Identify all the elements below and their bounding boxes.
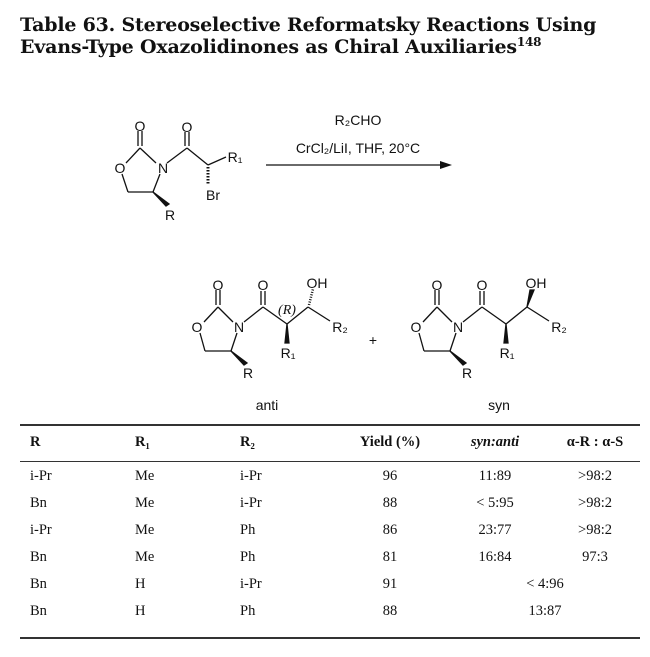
header-syn-anti: syn:anti (470, 434, 520, 450)
reagent-aldehyde: R₂CHO (335, 112, 382, 128)
cell-r2: Ph (240, 549, 256, 565)
header-alpha-ratio: α-R : α-S (566, 434, 624, 450)
atom-label: O (258, 277, 269, 293)
cell-r: Bn (30, 495, 47, 511)
plus-sign: + (369, 332, 377, 348)
stereo-descriptor: (R) (278, 303, 296, 318)
cell-syn-anti: 23:77 (478, 522, 512, 538)
atom-label: O (411, 319, 422, 335)
atom-label: O (432, 277, 443, 293)
cell-r: i-Pr (30, 522, 52, 538)
cell-r2: Ph (240, 522, 256, 538)
atom-label: O (115, 160, 126, 176)
atom-label: Br (206, 187, 220, 203)
table-title: Table 63. Stereoselective Reformatsky Re… (20, 14, 650, 58)
cell-r1: Me (135, 495, 155, 511)
atom-label: O (192, 319, 203, 335)
atom-label: N (158, 160, 168, 176)
atom-label: OH (307, 275, 328, 291)
atom-label: OH (526, 275, 547, 291)
cell-r2: i-Pr (240, 576, 262, 592)
header-r2: R₂ (240, 434, 255, 450)
title-reference: 148 (516, 35, 542, 49)
atom-label: N (234, 319, 244, 335)
reaction-scheme: O O N O R R₁ Br R₂CHO CrCl₂/LiI, THF, 20… (115, 112, 567, 413)
table-top-rule (20, 424, 640, 426)
atom-label: O (135, 118, 146, 134)
atom-label: R₁ (500, 345, 515, 361)
cell-r: Bn (30, 549, 47, 565)
atom-label: O (182, 119, 193, 135)
results-table: R R₁ R₂ Yield (%) syn:anti α-R : α-S i-P… (20, 426, 640, 621)
table-row: i-Pr Me Ph 86 23:77 >98:2 (20, 517, 640, 544)
atom-label: R (462, 365, 472, 381)
atom-label: R₁ (228, 149, 243, 165)
cell-syn-anti: 16:84 (478, 549, 512, 565)
anti-label: anti (256, 397, 279, 413)
atom-label: R₁ (281, 345, 296, 361)
cell-r1: Me (135, 468, 155, 484)
table-row: i-Pr Me i-Pr 96 11:89 >98:2 (20, 463, 640, 490)
cell-yield: 88 (382, 495, 398, 511)
cell-r2: Ph (240, 603, 256, 619)
atom-label: R₂ (551, 319, 567, 335)
cell-r: Bn (30, 576, 47, 592)
cell-alpha-ratio: 97:3 (582, 549, 608, 565)
reagent-conditions: CrCl₂/LiI, THF, 20°C (296, 140, 420, 156)
cell-alpha-ratio: >98:2 (578, 468, 612, 484)
cell-yield: 86 (382, 522, 398, 538)
atom-label: O (213, 277, 224, 293)
cell-syn-anti: < 5:95 (476, 495, 514, 511)
header-r: R (30, 434, 41, 450)
table-header-row: R R₁ R₂ Yield (%) syn:anti α-R : α-S (20, 426, 640, 459)
header-r1: R₁ (135, 434, 150, 450)
atom-label: R (243, 365, 253, 381)
reaction-arrow: R₂CHO CrCl₂/LiI, THF, 20°C (266, 112, 452, 169)
atom-label: O (477, 277, 488, 293)
cell-r2: i-Pr (240, 468, 262, 484)
syn-label: syn (488, 397, 510, 413)
cell-yield: 88 (382, 603, 398, 619)
atom-label: R (165, 207, 175, 223)
cell-r: Bn (30, 603, 47, 619)
cell-r1: Me (135, 522, 155, 538)
cell-r2: i-Pr (240, 495, 262, 511)
cell-r1: H (135, 603, 146, 619)
anti-product-structure: O O N O R R₁ OH R₂ (R) (192, 275, 348, 381)
cell-r1: H (135, 576, 146, 592)
header-yield: Yield (%) (359, 434, 421, 450)
cell-alpha-ratio: >98:2 (578, 522, 612, 538)
atom-label: N (453, 319, 463, 335)
atom-label: R₂ (332, 319, 348, 335)
cell-syn-anti: 11:89 (478, 468, 512, 484)
table-bottom-rule (20, 637, 640, 639)
cell-syn-anti: < 4:96 (526, 576, 564, 592)
cell-yield: 96 (382, 468, 398, 484)
title-text: Table 63. Stereoselective Reformatsky Re… (20, 14, 597, 58)
syn-product-structure: O O N O R R₁ OH R₂ (411, 275, 567, 381)
cell-syn-anti: 13:87 (528, 603, 562, 619)
cell-yield: 91 (382, 576, 398, 592)
table-header-rule (20, 461, 640, 462)
cell-yield: 81 (382, 549, 398, 565)
table-row: Bn Me i-Pr 88 < 5:95 >98:2 (20, 490, 640, 517)
cell-r: i-Pr (30, 468, 52, 484)
reactant-structure: O O N O R R₁ Br (115, 118, 243, 223)
table-row: Bn H Ph 88 13:87 (20, 598, 640, 625)
table-row: Bn Me Ph 81 16:84 97:3 (20, 544, 640, 571)
cell-r1: Me (135, 549, 155, 565)
cell-alpha-ratio: >98:2 (578, 495, 612, 511)
